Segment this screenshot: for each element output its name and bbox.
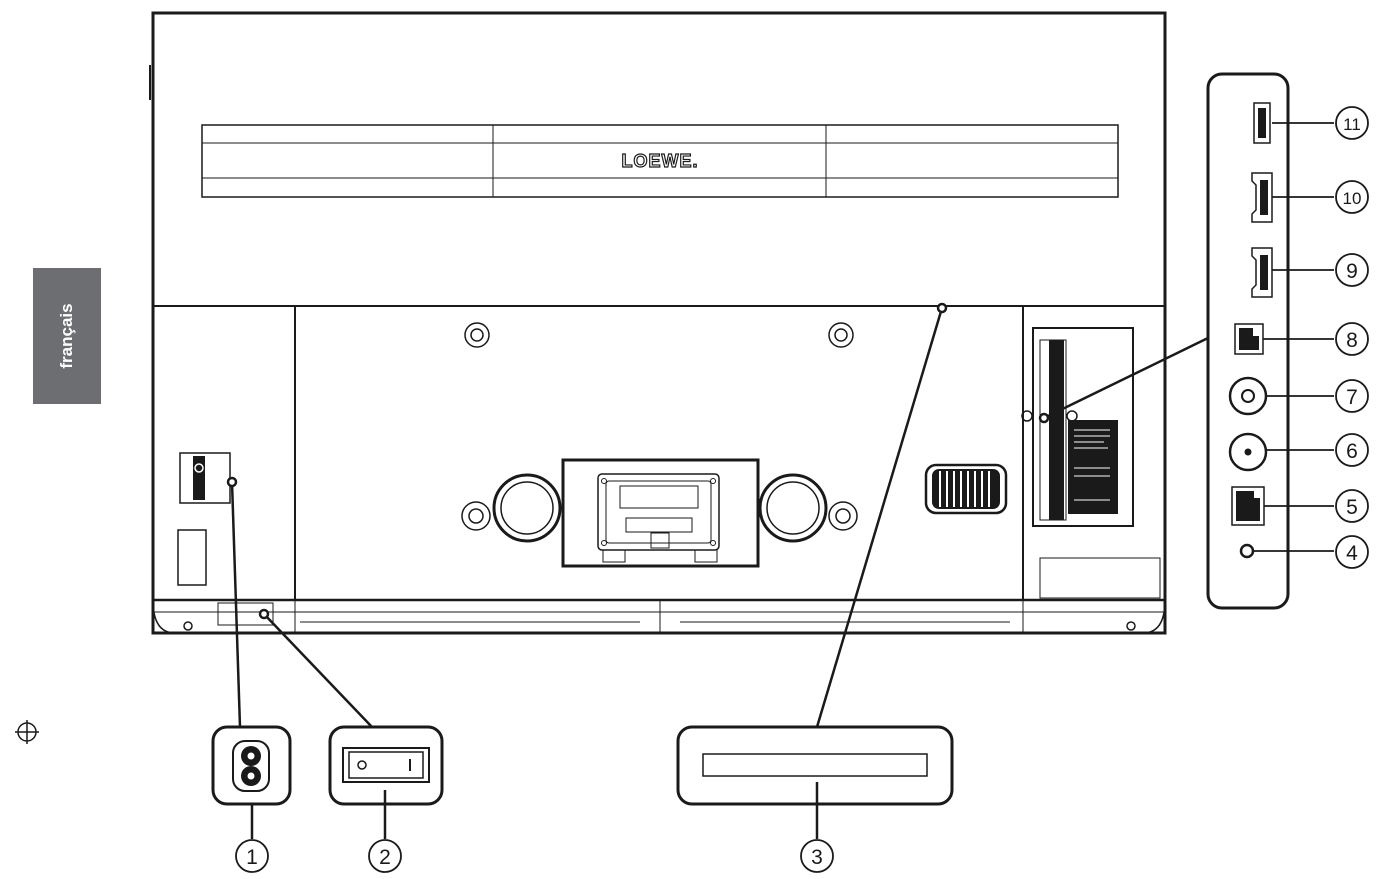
leader-lines [226, 122, 1334, 839]
power-socket-detail [211, 725, 292, 806]
tv-connection-panel [1021, 327, 1161, 599]
speaker-grille [924, 463, 1008, 515]
stand-holes [492, 473, 828, 543]
callout-label-6: 6 [1346, 440, 1358, 463]
mount-screws [461, 322, 858, 531]
callout-label-9: 9 [1346, 260, 1358, 283]
antenna-socket [1228, 376, 1268, 416]
hdmi-port-upper [1251, 172, 1273, 223]
registration-mark [15, 720, 39, 744]
callout-label-2: 2 [379, 846, 391, 869]
callout-label-8: 8 [1346, 329, 1358, 352]
status-strip-detail [676, 725, 954, 806]
callout-label-4: 4 [1346, 542, 1358, 565]
callout-label-1: 1 [246, 846, 258, 869]
callout-label-10: 10 [1343, 189, 1362, 208]
loewe-logo: LOEWE. [622, 151, 699, 171]
callout-label-3: 3 [811, 846, 823, 869]
satellite-socket [1228, 432, 1268, 472]
stand-mount [561, 458, 760, 568]
callout-circles [235, 106, 1369, 873]
logo-band [201, 124, 1119, 198]
language-tab[interactable]: français [33, 268, 101, 404]
hdmi-port-lower [1251, 247, 1273, 298]
usb-port [1253, 102, 1271, 144]
callout-label-5: 5 [1346, 496, 1358, 519]
callout-label-7: 7 [1346, 386, 1358, 409]
callout-label-11: 11 [1343, 115, 1361, 134]
tv-back-panel [149, 11, 1167, 635]
headphone-jack [1239, 543, 1255, 559]
connector-panel-detail [1206, 72, 1290, 610]
